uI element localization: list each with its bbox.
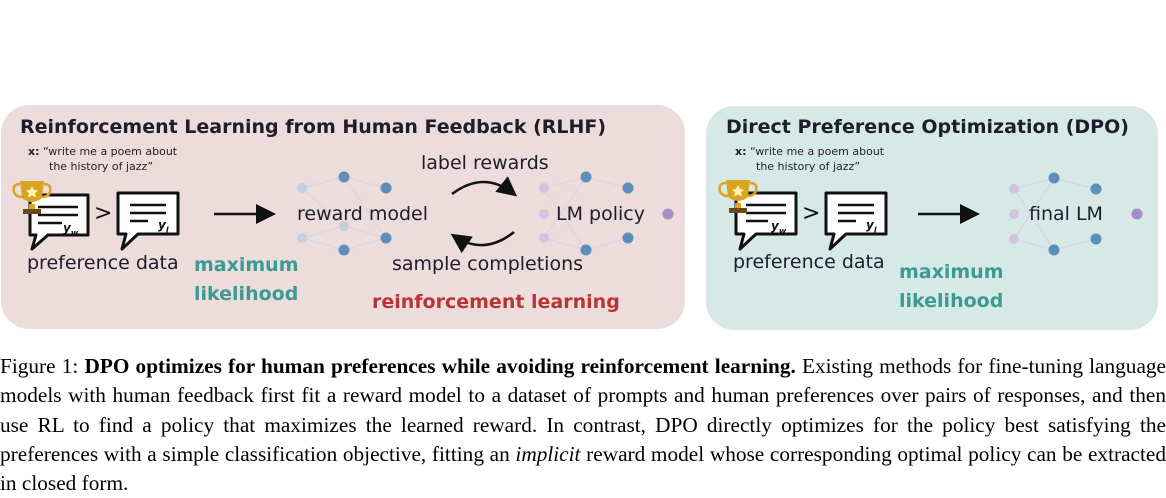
dpo-loser-sub: l	[873, 225, 877, 235]
reward-model-network-icon	[297, 171, 392, 256]
sample-completions-label: sample completions	[392, 253, 584, 275]
caption-body-part2: reward model whose corresponding optimal…	[0, 441, 1166, 496]
label-rewards-label: label rewards	[421, 152, 549, 174]
rlhf-prompt: x: “write me a poem about	[28, 145, 177, 159]
rlhf-greater-than: >	[94, 201, 113, 226]
dpo-prompt-line1: “write me a poem about	[750, 145, 885, 158]
reinforcement-learning-label: reinforcement learning	[372, 291, 620, 313]
figure-caption: Figure 1: DPO optimizes for human prefer…	[0, 352, 1166, 498]
rlhf-trophy-icon	[12, 181, 52, 214]
caption-italic-implicit: implicit	[515, 441, 581, 466]
label-rewards-arrow	[451, 176, 518, 197]
rlhf-title: Reinforcement Learning from Human Feedba…	[20, 116, 607, 138]
dpo-prompt: x: “write me a poem about	[735, 145, 884, 159]
reward-model-label: reward model	[297, 203, 429, 225]
rlhf-max-likelihood-line2: likelihood	[194, 283, 299, 305]
rlhf-max-likelihood-line1: maximum	[194, 254, 299, 276]
rlhf-panel	[1, 105, 685, 329]
rlhf-winner-document-icon	[28, 193, 90, 251]
caption-figure-label: Figure 1:	[0, 354, 79, 378]
dpo-max-likelihood-line2: likelihood	[899, 290, 1004, 312]
rlhf-preference-data-label: preference data	[27, 252, 179, 274]
rlhf-winner-label: yw	[63, 221, 78, 237]
dpo-greater-than: >	[802, 201, 821, 226]
sample-completions-arrow	[450, 231, 515, 254]
rlhf-winner-y: y	[63, 221, 71, 235]
dpo-loser-document-icon	[824, 191, 888, 251]
final-lm-network-icon	[1009, 172, 1143, 256]
dpo-trophy-icon	[718, 180, 758, 213]
dpo-winner-document-icon	[734, 191, 798, 251]
rlhf-loser-document-icon	[116, 191, 180, 251]
dpo-winner-sub: w	[778, 226, 787, 236]
dpo-prompt-line2: the history of jazz”	[756, 160, 861, 173]
dpo-prompt-prefix: x:	[735, 145, 747, 158]
rlhf-loser-label: yl	[158, 218, 169, 234]
lm-policy-label: LM policy	[556, 203, 645, 225]
rlhf-winner-sub: w	[70, 228, 79, 238]
dpo-loser-y: y	[866, 218, 874, 232]
dpo-maximum-likelihood-label: maximum likelihood	[899, 258, 1004, 316]
rlhf-prompt-prefix: x:	[28, 145, 40, 158]
caption-body-part1: Existing methods for fine-tuning languag…	[0, 354, 1166, 466]
dpo-loser-label: yl	[866, 218, 877, 234]
lm-policy-network-icon	[539, 171, 674, 256]
dpo-title: Direct Preference Optimization (DPO)	[726, 116, 1129, 138]
rlhf-loser-y: y	[158, 218, 166, 232]
dpo-max-likelihood-line1: maximum	[899, 261, 1004, 283]
final-lm-label: final LM	[1029, 203, 1103, 225]
dpo-preference-data-label: preference data	[733, 251, 885, 273]
caption-bold-sentence: DPO optimizes for human preferences whil…	[84, 354, 796, 378]
rlhf-loser-sub: l	[165, 225, 169, 235]
dpo-winner-y: y	[771, 219, 779, 233]
rlhf-maximum-likelihood-label: maximum likelihood	[194, 251, 299, 309]
rlhf-prompt-line2: the history of jazz”	[49, 160, 154, 173]
rlhf-prompt-line1: “write me a poem about	[43, 145, 178, 158]
dpo-winner-label: yw	[771, 219, 786, 235]
